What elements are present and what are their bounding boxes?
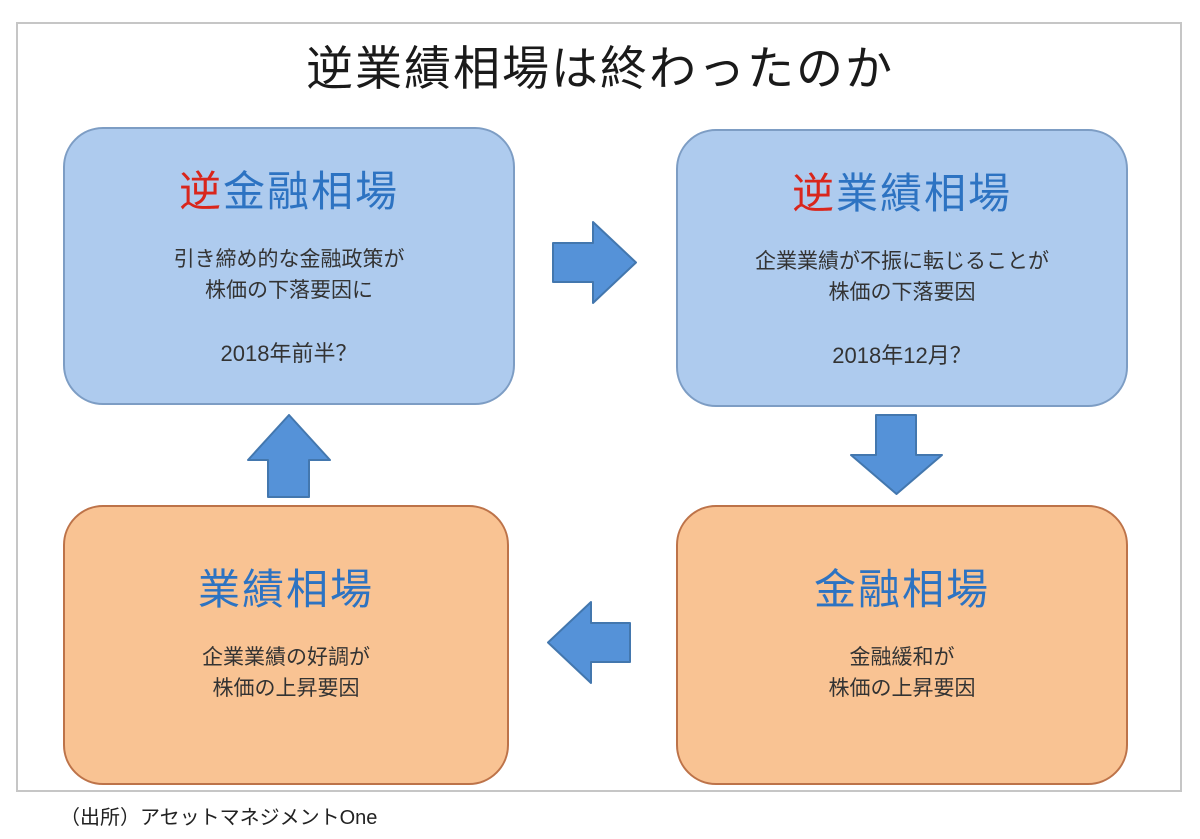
phase-box-reverse-financial: 逆金融相場 引き締め的な金融政策が 株価の下落要因に 2018年前半？ — [63, 127, 515, 405]
phase-description-line2: 株価の上昇要因 — [212, 676, 360, 700]
arrow-left-icon — [547, 595, 631, 690]
phase-box-financial: 金融相場 金融緩和が 株価の上昇要因 — [676, 505, 1128, 785]
diagram-title: 逆業績相場は終わったのか — [306, 42, 894, 95]
phase-description: 企業業績の好調が 株価の上昇要因 — [202, 643, 370, 704]
phase-description-line1: 引き締め的な金融政策が — [173, 248, 405, 272]
arrow-up-icon — [247, 414, 331, 498]
phase-heading-prefix: 逆 — [791, 170, 836, 217]
phase-description: 引き締め的な金融政策が 株価の下落要因に — [174, 245, 405, 306]
phase-description-line1: 企業業績が不振に転じることが — [755, 250, 1049, 274]
phase-description-line2: 株価の上昇要因 — [828, 676, 976, 700]
phase-heading: 逆業績相場 — [791, 170, 1013, 217]
arrow-down-icon — [850, 414, 943, 495]
phase-description-line2: 株価の下落要因 — [828, 280, 976, 304]
phase-heading: 逆金融相場 — [178, 168, 400, 215]
phase-heading-rest: 金融相場 — [223, 168, 400, 215]
phase-heading-rest: 業績相場 — [836, 170, 1013, 217]
phase-description-line1: 金融緩和が — [849, 646, 955, 670]
phase-date: 2018年前半？ — [220, 341, 358, 367]
phase-date: 2018年12月？ — [832, 343, 972, 369]
phase-box-earnings: 業績相場 企業業績の好調が 株価の上昇要因 — [63, 505, 509, 785]
source-attribution: （出所）アセットマネジメントOne — [60, 807, 378, 829]
phase-description-line1: 企業業績の好調が — [202, 646, 370, 670]
phase-description: 金融緩和が 株価の上昇要因 — [829, 643, 976, 704]
phase-heading: 金融相場 — [813, 566, 990, 613]
phase-heading-prefix: 逆 — [178, 168, 223, 215]
phase-heading: 業績相場 — [197, 566, 374, 613]
phase-description: 企業業績が不振に転じることが 株価の下落要因 — [755, 247, 1049, 308]
arrow-right-icon — [552, 215, 637, 310]
phase-description-line2: 株価の下落要因に — [205, 278, 373, 302]
phase-box-reverse-earnings: 逆業績相場 企業業績が不振に転じることが 株価の下落要因 2018年12月？ — [676, 129, 1128, 407]
